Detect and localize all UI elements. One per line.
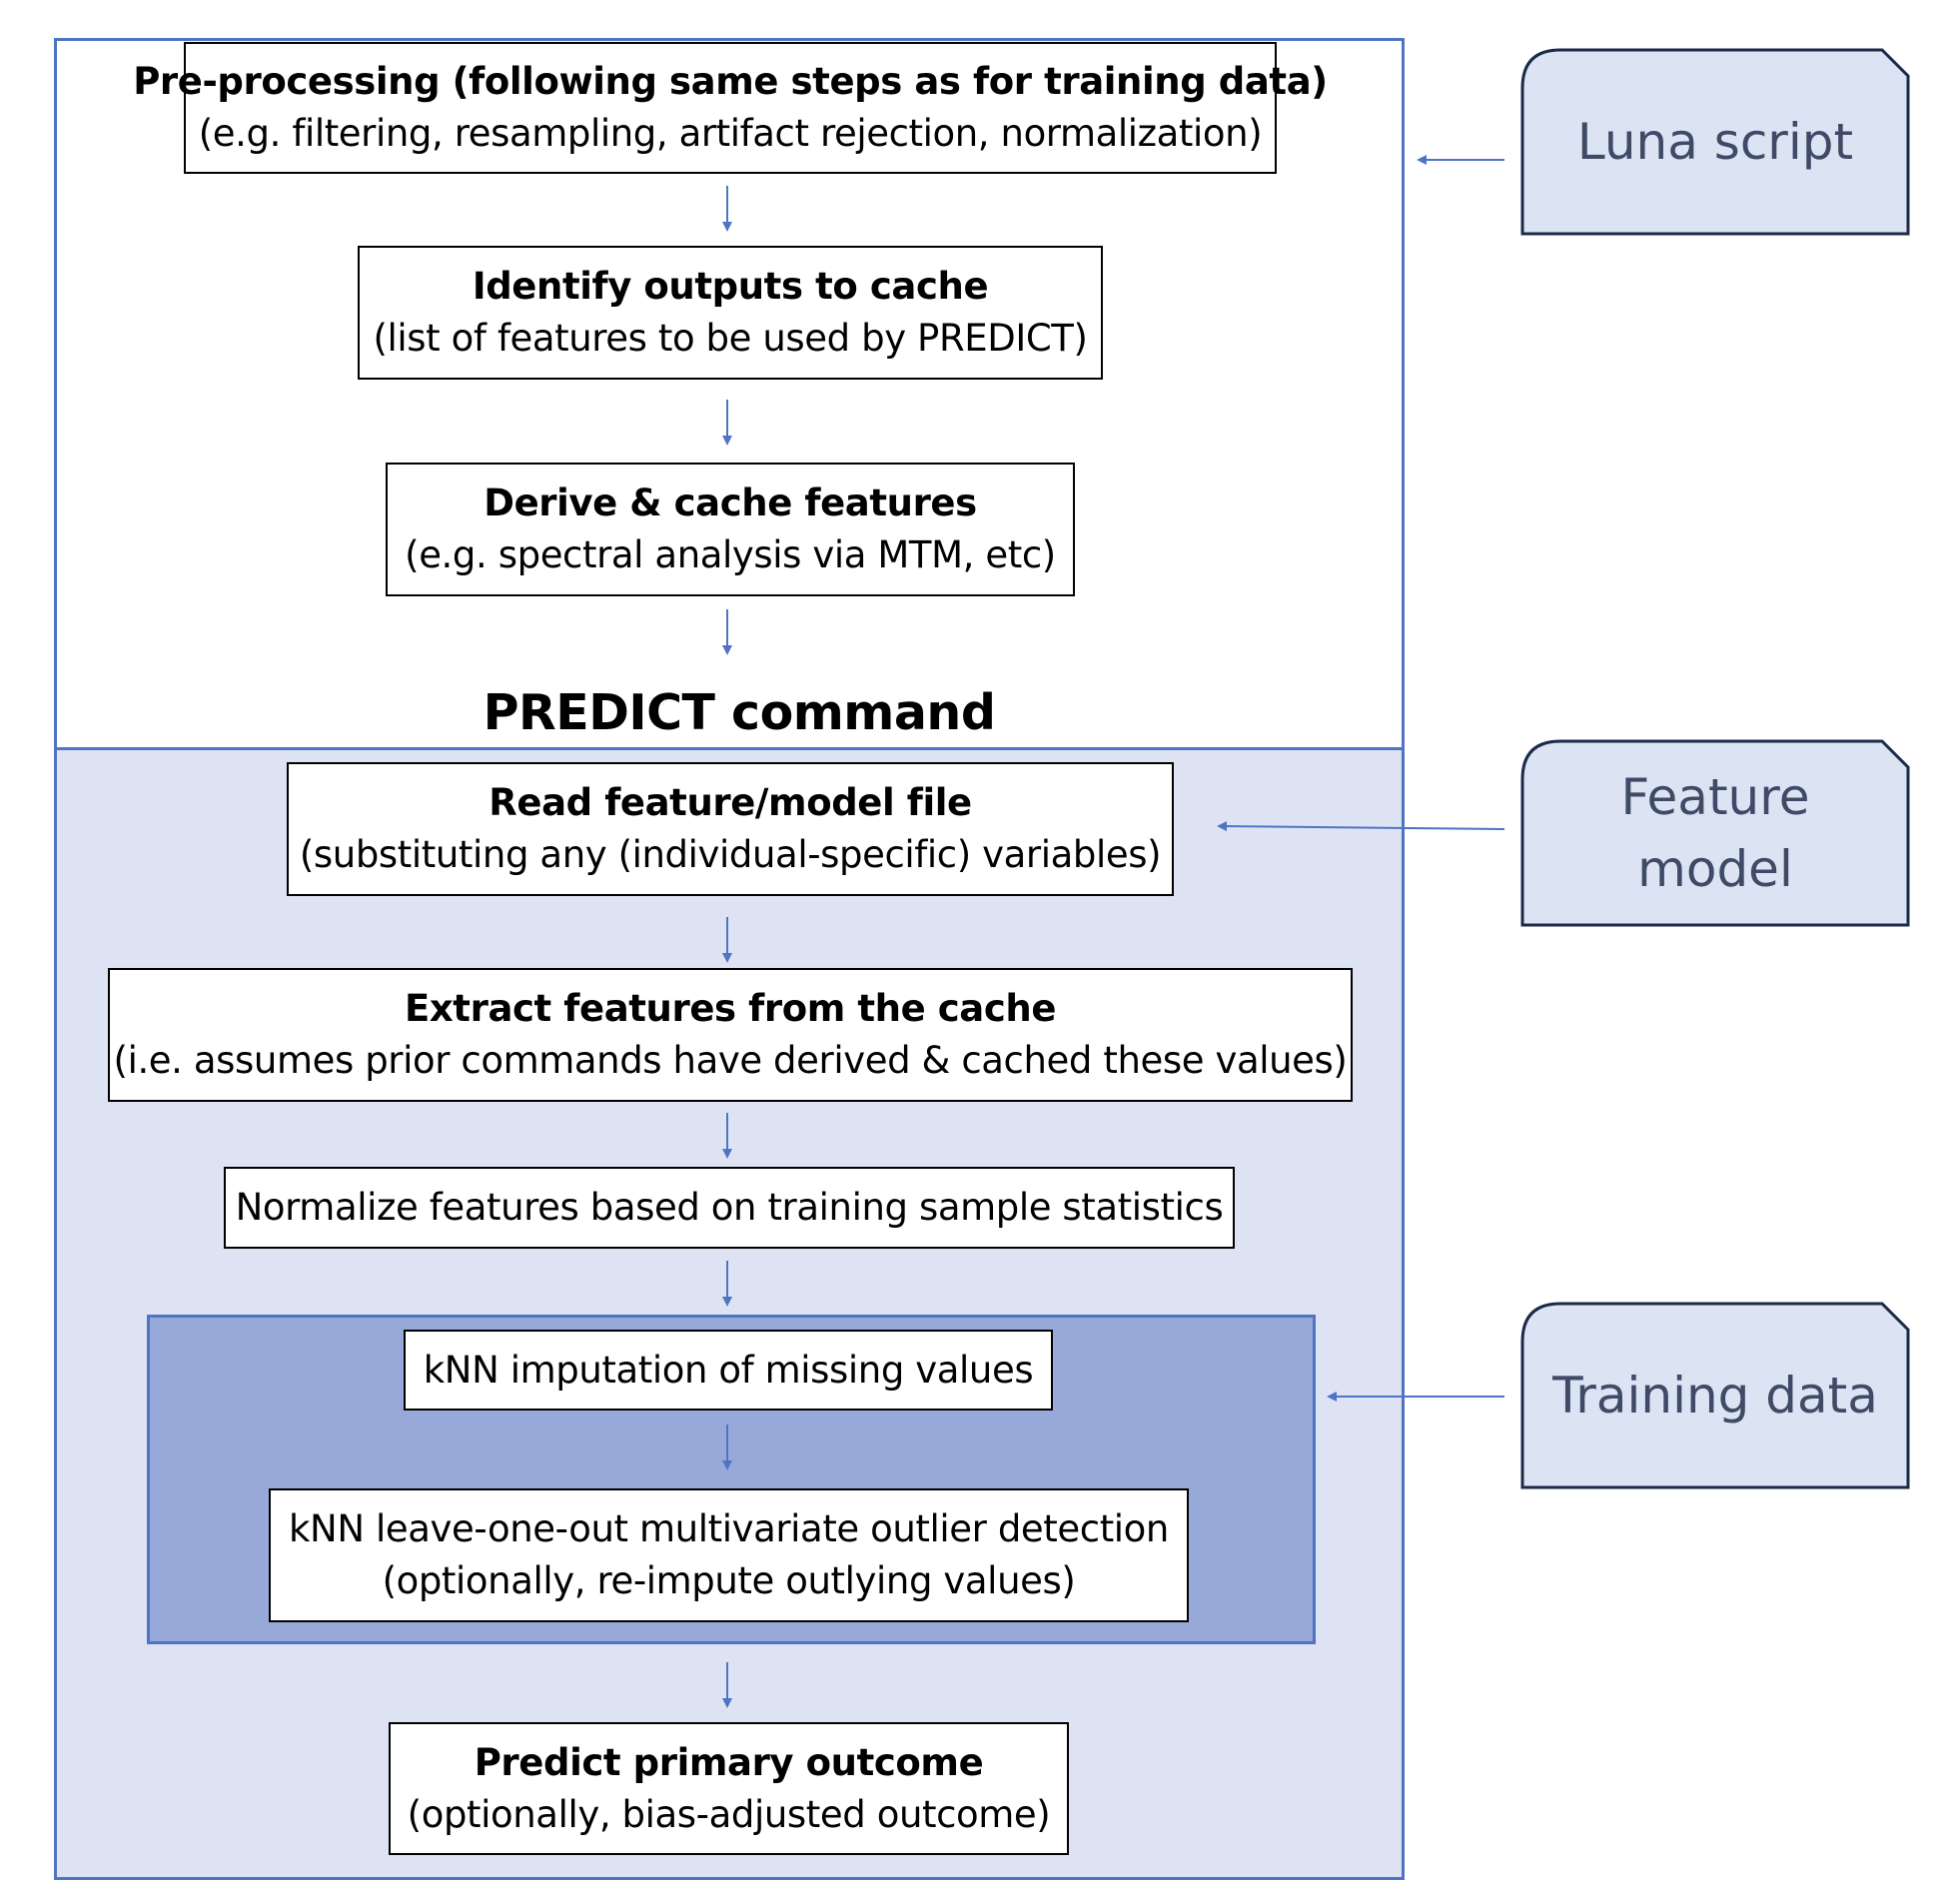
step-derive-cache-detail: (e.g. spectral analysis via MTM, etc): [405, 533, 1056, 576]
step-predict-outcome-detail: (optionally, bias-adjusted outcome): [407, 1792, 1051, 1836]
step-knn-outlier: kNN leave-one-out multivariate outlier d…: [269, 1488, 1189, 1622]
training-data-label: Training data: [1552, 1367, 1878, 1425]
luna-script-card: Luna script: [1520, 48, 1910, 236]
training-data-card: Training data: [1520, 1302, 1910, 1489]
step-extract-features-title: Extract features from the cache: [404, 987, 1057, 1030]
step-derive-cache-title: Derive & cache features: [484, 481, 977, 524]
step-knn-impute-detail: kNN imputation of missing values: [423, 1348, 1034, 1392]
step-normalize: Normalize features based on training sam…: [224, 1167, 1235, 1249]
feature-model-label-line2: model: [1637, 840, 1793, 898]
document-shape-icon: [1520, 1302, 1910, 1489]
step-derive-cache: Derive & cache features (e.g. spectral a…: [386, 463, 1075, 596]
step-extract-features: Extract features from the cache (i.e. as…: [108, 968, 1353, 1102]
document-shape-icon: [1520, 739, 1910, 927]
step-read-model: Read feature/model file (substituting an…: [287, 762, 1174, 896]
predict-command-title: PREDICT command: [483, 684, 996, 741]
step-identify-outputs: Identify outputs to cache (list of featu…: [358, 246, 1103, 380]
step-knn-outlier-detail-2: (optionally, re-impute outlying values): [382, 1559, 1076, 1602]
luna-script-label: Luna script: [1576, 113, 1854, 171]
feature-model-label: Feature model: [1621, 761, 1810, 905]
step-extract-features-detail: (i.e. assumes prior commands have derive…: [113, 1039, 1348, 1082]
step-identify-outputs-title: Identify outputs to cache: [472, 265, 989, 308]
document-shape-icon: [1520, 48, 1910, 236]
step-preprocessing: Pre-processing (following same steps as …: [133, 42, 1328, 174]
step-preprocessing-detail: (e.g. filtering, resampling, artifact re…: [198, 112, 1263, 155]
step-identify-outputs-detail: (list of features to be used by PREDICT): [373, 317, 1088, 360]
step-read-model-detail: (substituting any (individual-specific) …: [299, 833, 1162, 876]
step-preprocessing-title: Pre-processing (following same steps as …: [133, 60, 1328, 103]
step-knn-outlier-detail: kNN leave-one-out multivariate outlier d…: [289, 1507, 1169, 1550]
step-predict-outcome-title: Predict primary outcome: [474, 1740, 984, 1784]
step-predict-outcome: Predict primary outcome (optionally, bia…: [389, 1722, 1069, 1855]
step-normalize-detail: Normalize features based on training sam…: [235, 1186, 1224, 1229]
feature-model-card: Feature model: [1520, 739, 1910, 927]
arrow-feature-model-input: [1217, 821, 1505, 832]
step-knn-impute: kNN imputation of missing values: [404, 1330, 1053, 1411]
predict-command-panel: [54, 747, 1405, 1880]
step-read-model-title: Read feature/model file: [489, 781, 972, 824]
feature-model-label-line1: Feature: [1620, 768, 1810, 826]
